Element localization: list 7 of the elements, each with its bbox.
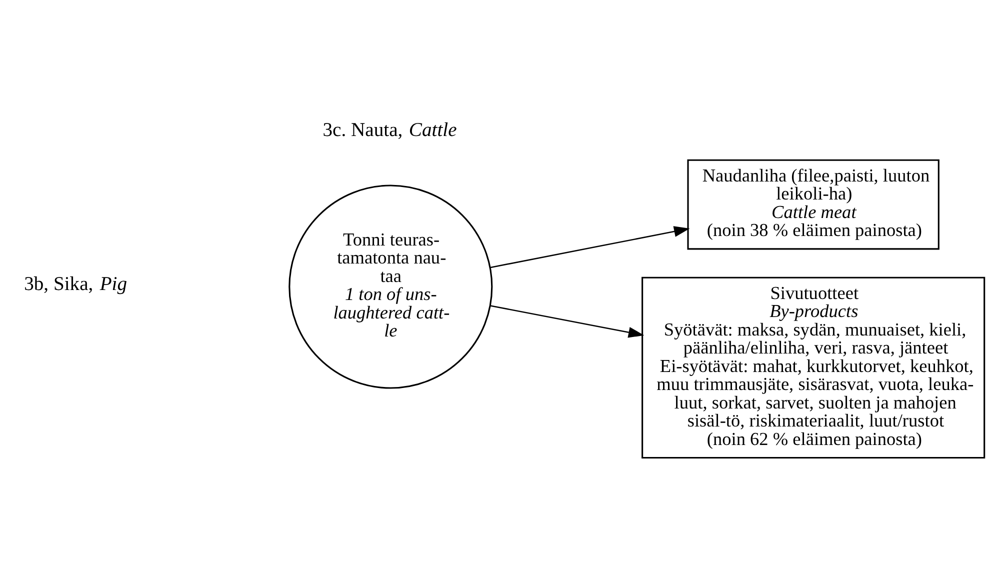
label: 3c. Nauta, Cattle (322, 120, 457, 141)
node-box: Naudanliha (filee,paisti, luuton leikoli-ha) Cattle meat (noin 38 % eläimen painosta) (687, 159, 940, 250)
node-circle: Tonni teuras-tamatonta nau-taa 1 ton of uns-laughtered catt-le (288, 184, 493, 389)
label: 3b, Sika, Pig (24, 274, 128, 296)
arrow (490, 226, 690, 268)
arrow (490, 305, 644, 338)
node-box: Sivutuotteet By-products Syötävät: maksa, sydän, munuaiset, kieli, päänliha/elinliha, veri, rasva, jänteet Ei-syötävät: mahat, kurkkutorvet, keuhkot, muu trimmausjäte, sisärasvat, vuota, leuka-luut, sorkat, sarvet, suolten ja mahojen sisäl-tö, riskimateriaalit, luut/rustot (noin 62 % eläimen painosta) (642, 276, 986, 459)
